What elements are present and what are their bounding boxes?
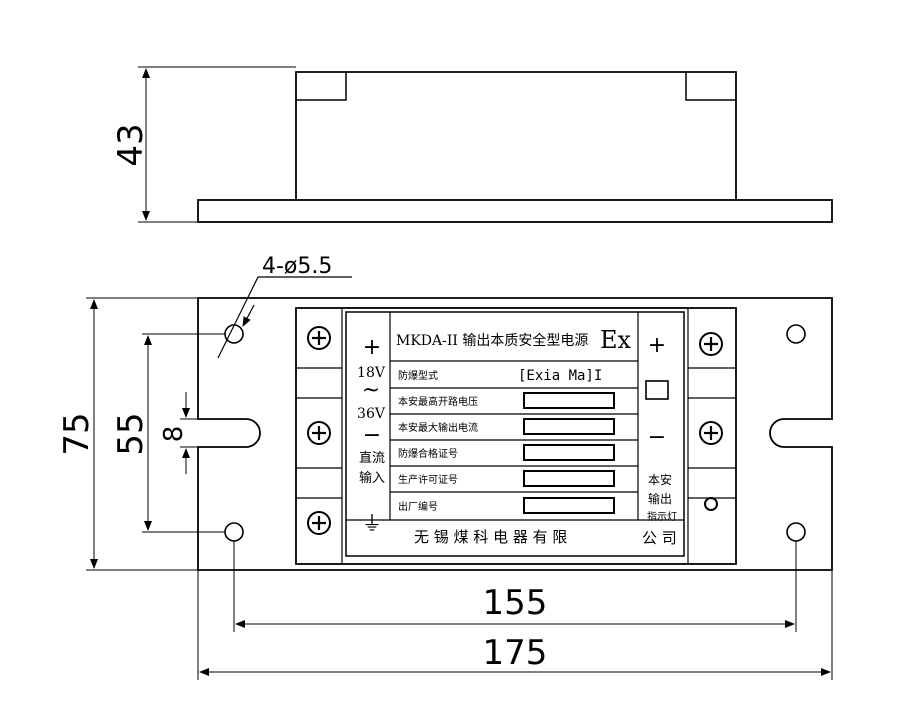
dim-8-label: 8 xyxy=(159,426,189,443)
value-box xyxy=(523,444,615,461)
output-label-line1: 本安 xyxy=(648,472,672,487)
row-label: 本安最高开路电压 xyxy=(398,395,478,408)
input-label-line2: 输入 xyxy=(359,470,385,486)
right-terminal-strip xyxy=(688,332,736,511)
terminal-screw-icon xyxy=(307,511,331,535)
ex-mark: Ex xyxy=(600,326,632,354)
mount-hole-bottom-right xyxy=(786,522,806,542)
manufacturer: 无 锡 煤 科 电 器 有 限 xyxy=(414,528,567,546)
output-label-line2: 输出 xyxy=(648,491,672,506)
side-base-plate xyxy=(197,199,833,223)
terminal-screw-icon xyxy=(699,421,723,445)
row-label: 防爆合格证号 xyxy=(398,447,458,460)
mount-hole-top-left xyxy=(224,324,244,344)
input-tilde: ~ xyxy=(362,378,380,403)
output-minus: − xyxy=(648,425,666,450)
value-box xyxy=(523,392,615,409)
dim-55-label: 55 xyxy=(111,412,151,455)
input-minus: − xyxy=(363,423,381,448)
mount-hole-bottom-left xyxy=(224,522,244,542)
hole-spec-label: 4-ø5.5 xyxy=(262,254,332,279)
dim-75-label: 75 xyxy=(57,412,97,455)
ground-icon: ⏚ xyxy=(362,511,382,535)
dim-43-label: 43 xyxy=(111,123,151,166)
hole-leader-line xyxy=(217,276,259,359)
front-dimensions: 4-ø5.5 75 55 8 155 175 xyxy=(57,254,833,680)
input-voltage-high: 36V xyxy=(357,406,386,422)
value-box xyxy=(523,418,615,435)
front-view: MKDA-II 输出本质安全型电源 Ex 防爆型式 本安最高开路电压 本安最大输… xyxy=(197,297,833,571)
side-right-step xyxy=(685,72,736,101)
company-suffix: 公 司 xyxy=(642,529,677,547)
value-box xyxy=(523,470,615,487)
row-label: 本安最大输出电流 xyxy=(398,421,478,434)
output-plus: + xyxy=(648,333,666,358)
dim-175-label: 175 xyxy=(483,633,548,673)
housing xyxy=(295,307,737,565)
indicator-window xyxy=(645,380,669,400)
side-left-step xyxy=(296,72,347,101)
dim-155-label: 155 xyxy=(483,583,548,623)
side-housing xyxy=(295,71,737,200)
input-plus: + xyxy=(363,335,381,360)
input-voltage-low: 18V xyxy=(357,365,386,381)
row-label: 防爆型式 xyxy=(398,369,438,382)
nameplate-title: MKDA-II 输出本质安全型电源 xyxy=(396,332,588,349)
terminal-screw-icon xyxy=(307,326,331,350)
terminal-screw-icon xyxy=(307,421,331,445)
hole-leader-arrow xyxy=(242,304,255,327)
terminal-screw-icon xyxy=(699,332,723,356)
row-value: [Exia Ma]I xyxy=(518,368,602,384)
value-box xyxy=(523,497,615,514)
side-view: 43 xyxy=(111,66,833,223)
input-label-line1: 直流 xyxy=(359,451,385,466)
row-label: 生产许可证号 xyxy=(398,473,458,486)
left-terminal-strip xyxy=(296,326,342,535)
row-label: 出厂编号 xyxy=(398,500,438,513)
nameplate xyxy=(345,311,685,557)
indicator-light-icon xyxy=(704,497,718,511)
mount-hole-top-right xyxy=(786,324,806,344)
indicator-label: 指示灯 xyxy=(647,510,677,523)
